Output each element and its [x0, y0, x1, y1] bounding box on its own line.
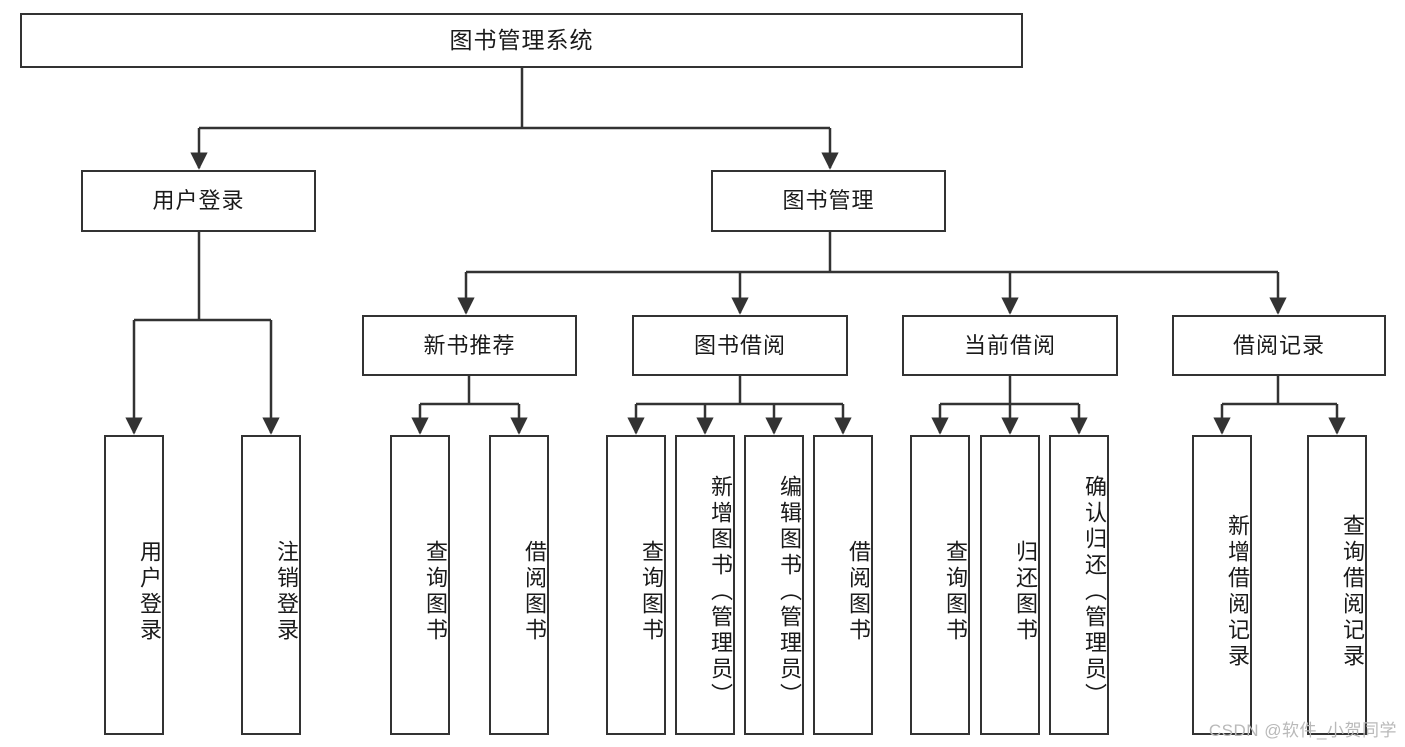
node-leaf-confirm-return[interactable]: 确认归还（管理员）: [1049, 435, 1109, 735]
node-book-borrow[interactable]: 图书借阅: [632, 315, 848, 376]
node-leaf-borrow-book-2-label: 借阅图书: [846, 540, 871, 644]
node-leaf-borrow-book-1-label: 借阅图书: [522, 540, 547, 644]
node-leaf-query-book-2-label: 查询图书: [639, 540, 664, 644]
csdn-watermark: CSDN @软件_小贺同学: [1208, 721, 1397, 740]
node-new-book-rec-label: 新书推荐: [423, 332, 516, 358]
node-leaf-edit-book[interactable]: 编辑图书（管理员）: [744, 435, 804, 735]
node-leaf-logout-label: 注销登录: [274, 540, 299, 644]
node-root[interactable]: 图书管理系统: [20, 13, 1023, 68]
node-leaf-query-book-3-label: 查询图书: [943, 540, 968, 644]
node-leaf-return-book-label: 归还图书: [1013, 540, 1038, 644]
node-leaf-query-book-1-label: 查询图书: [423, 540, 448, 644]
node-book-manage-label: 图书管理: [782, 188, 875, 213]
node-leaf-logout[interactable]: 注销登录: [241, 435, 301, 735]
node-user-login[interactable]: 用户登录: [81, 170, 316, 232]
node-borrow-record-label: 借阅记录: [1232, 332, 1325, 358]
node-current-borrow-label: 当前借阅: [963, 332, 1056, 358]
node-leaf-user-login-label: 用户登录: [137, 540, 162, 644]
node-leaf-return-book[interactable]: 归还图书: [980, 435, 1040, 735]
node-leaf-query-record[interactable]: 查询借阅记录: [1307, 435, 1367, 735]
node-leaf-edit-book-label: 编辑图书（管理员）: [777, 475, 802, 709]
node-leaf-confirm-return-label: 确认归还（管理员）: [1082, 475, 1107, 709]
node-leaf-user-login[interactable]: 用户登录: [104, 435, 164, 735]
node-leaf-add-record-label: 新增借阅记录: [1225, 514, 1250, 670]
node-leaf-query-book-3[interactable]: 查询图书: [910, 435, 970, 735]
node-root-label: 图书管理系统: [449, 27, 594, 53]
node-book-manage[interactable]: 图书管理: [711, 170, 946, 232]
node-borrow-record[interactable]: 借阅记录: [1172, 315, 1386, 376]
node-new-book-rec[interactable]: 新书推荐: [362, 315, 577, 376]
node-user-login-label: 用户登录: [152, 188, 245, 213]
node-leaf-add-record[interactable]: 新增借阅记录: [1192, 435, 1252, 735]
node-leaf-query-book-1[interactable]: 查询图书: [390, 435, 450, 735]
node-leaf-borrow-book-2[interactable]: 借阅图书: [813, 435, 873, 735]
node-book-borrow-label: 图书借阅: [693, 332, 786, 358]
node-leaf-add-book[interactable]: 新增图书（管理员）: [675, 435, 735, 735]
node-current-borrow[interactable]: 当前借阅: [902, 315, 1118, 376]
node-leaf-query-record-label: 查询借阅记录: [1340, 514, 1365, 670]
node-leaf-borrow-book-1[interactable]: 借阅图书: [489, 435, 549, 735]
node-leaf-query-book-2[interactable]: 查询图书: [606, 435, 666, 735]
node-leaf-add-book-label: 新增图书（管理员）: [708, 475, 733, 709]
